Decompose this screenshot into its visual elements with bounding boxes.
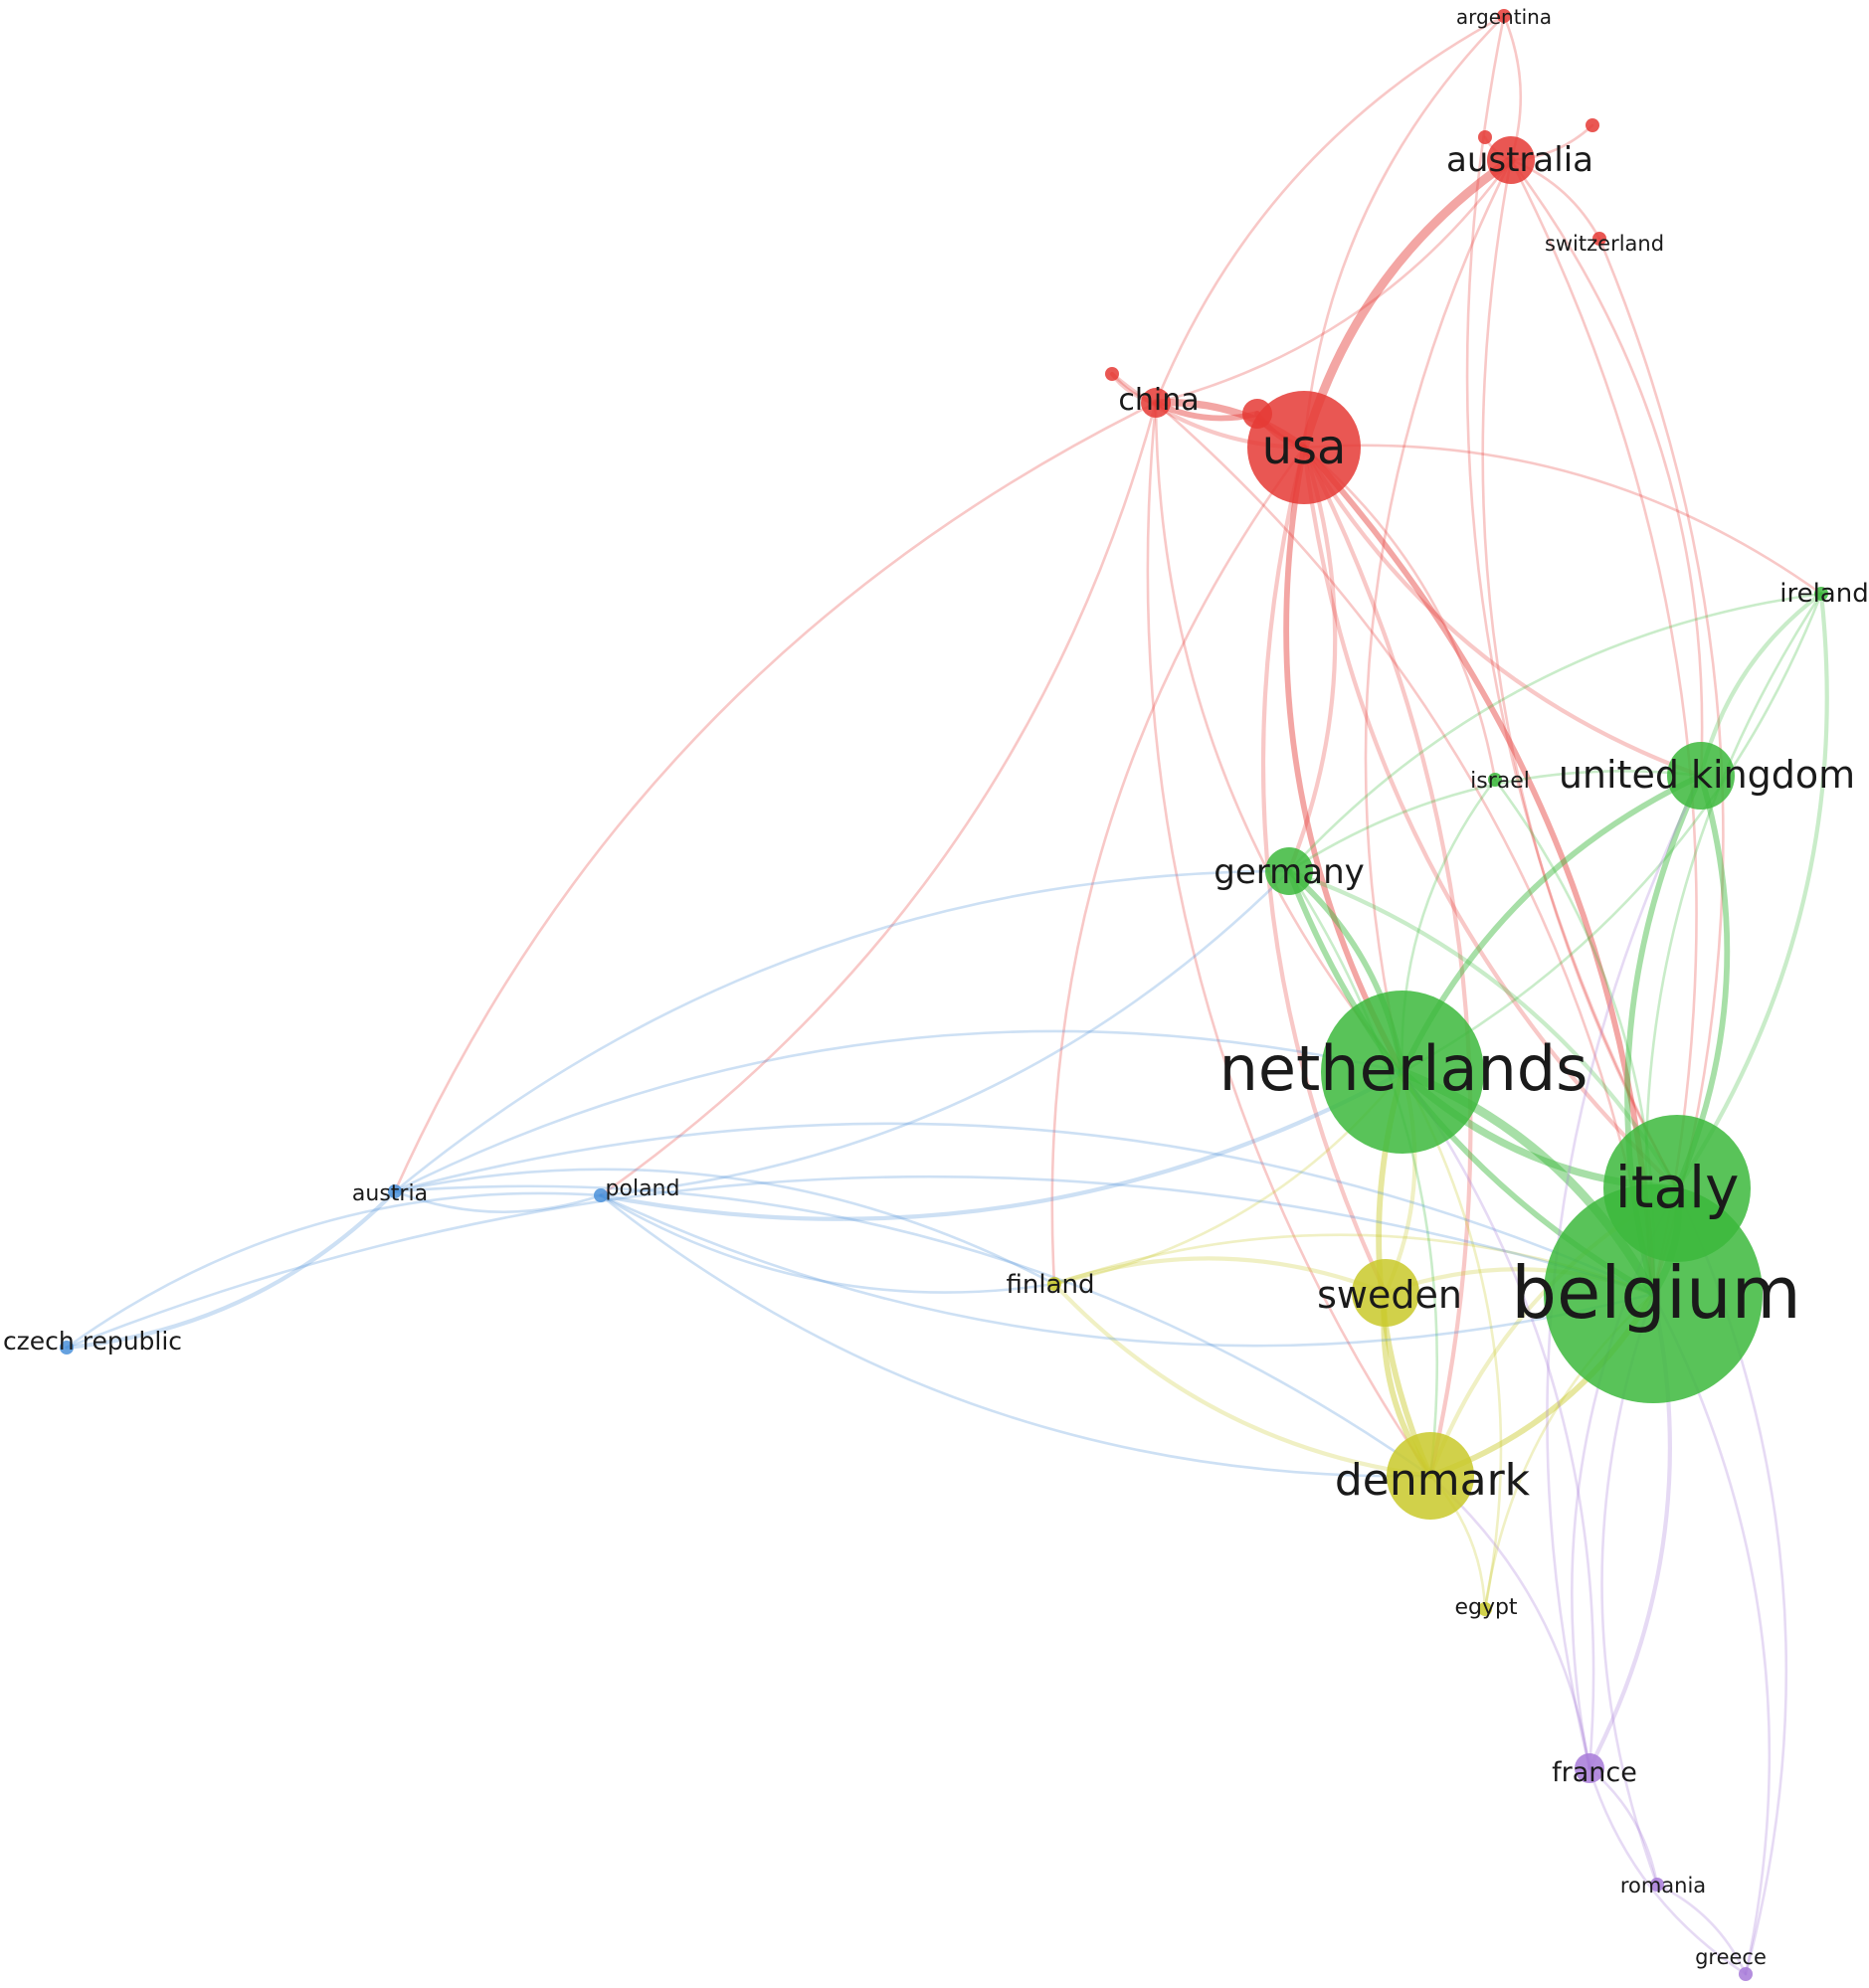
link-france-romania (1588, 1766, 1659, 1887)
node-label-czech-republic: czech republic (3, 1327, 182, 1355)
link-austria-czech-republic (64, 1188, 398, 1351)
link-egypt-netherlands (1401, 1070, 1503, 1611)
link-usa-germany (1286, 445, 1338, 874)
node-red-c[interactable] (1586, 118, 1599, 132)
link-usa-argentina (1302, 14, 1506, 450)
link-china-denmark (1146, 401, 1432, 1478)
node-label-ireland: ireland (1779, 579, 1868, 609)
node-greece[interactable] (1739, 1967, 1753, 1981)
node-finland[interactable] (1047, 1277, 1061, 1291)
node-austria[interactable] (388, 1184, 402, 1198)
link-germany-united-kingdom (1287, 769, 1703, 873)
link-poland-denmark (599, 1193, 1432, 1478)
node-usa[interactable] (1247, 391, 1361, 504)
links-layer (64, 14, 1829, 1976)
link-poland-germany (599, 869, 1291, 1197)
node-czech-republic[interactable] (60, 1341, 74, 1355)
link-austria-finland (393, 1168, 1056, 1286)
link-usa-italy (1301, 445, 1680, 1191)
node-united-kingdom[interactable] (1667, 742, 1735, 810)
node-label-finland: finland (1007, 1270, 1095, 1300)
link-czech-republic-belgium (65, 1175, 1655, 1350)
link-poland-finland (599, 1193, 1056, 1294)
link-austria-germany (393, 869, 1291, 1193)
link-austria-denmark (393, 1184, 1432, 1478)
node-belgium[interactable] (1544, 1184, 1763, 1403)
link-finland-sweden (1051, 1256, 1389, 1296)
labels-layer: argentina australia switzerland china us… (3, 5, 1869, 1969)
node-poland[interactable] (594, 1188, 608, 1202)
link-usa-united-kingdom (1301, 445, 1704, 779)
node-argentina[interactable] (1497, 9, 1511, 23)
link-ireland-germany (1287, 592, 1823, 873)
node-label-china: china (1118, 383, 1199, 418)
node-label-romania: romania (1620, 1874, 1706, 1898)
link-argentina-italy (1465, 14, 1679, 1190)
node-ireland[interactable] (1814, 587, 1828, 601)
node-sweden[interactable] (1352, 1259, 1419, 1327)
node-label-egypt: egypt (1454, 1595, 1517, 1620)
link-australia-italy (1481, 158, 1679, 1190)
link-austria-netherlands (393, 1029, 1404, 1193)
node-switzerland[interactable] (1592, 232, 1606, 246)
node-label-italy: italy (1615, 1154, 1740, 1221)
node-label-netherlands: netherlands (1219, 1032, 1589, 1105)
node-red-a[interactable] (1105, 367, 1119, 381)
node-label-denmark: denmark (1335, 1455, 1531, 1506)
link-china-belgium (1154, 401, 1655, 1296)
link-germany-denmark (1287, 869, 1438, 1478)
node-label-usa: usa (1262, 420, 1347, 475)
node-netherlands[interactable] (1321, 991, 1484, 1154)
node-label-argentina: argentina (1456, 5, 1552, 29)
node-label-greece: greece (1695, 1945, 1767, 1969)
link-ireland-italy (1674, 591, 1829, 1191)
link-australia-united-kingdom (1509, 158, 1704, 778)
node-label-germany: germany (1214, 852, 1365, 892)
link-france-netherlands (1401, 1070, 1595, 1770)
node-red-b[interactable] (1478, 130, 1492, 144)
link-usa-denmark (1301, 445, 1473, 1479)
link-china-argentina (1154, 14, 1506, 405)
link-china-australia (1154, 158, 1513, 405)
link-poland-netherlands (598, 1069, 1405, 1221)
link-finland-denmark (1051, 1281, 1433, 1479)
link-china-netherlands (1154, 401, 1404, 1074)
link-france-denmark (1428, 1474, 1591, 1770)
link-usa-netherlands (1283, 445, 1405, 1075)
node-label-israel: israel (1470, 769, 1530, 794)
link-france-greece (1588, 1766, 1748, 1976)
link-usa-finland (1050, 446, 1306, 1286)
node-israel[interactable] (1488, 773, 1502, 787)
link-austria-belgium (393, 1122, 1655, 1296)
node-china[interactable] (1141, 388, 1171, 418)
node-label-switzerland: switzerland (1545, 232, 1664, 256)
node-red-d[interactable] (1242, 399, 1272, 429)
link-austria-poland (393, 1189, 603, 1213)
node-denmark[interactable] (1387, 1432, 1474, 1520)
node-label-france: france (1552, 1757, 1637, 1788)
node-australia[interactable] (1487, 136, 1535, 184)
link-poland-belgium (599, 1193, 1655, 1348)
link-ireland-netherlands (1401, 592, 1823, 1074)
node-label-united-kingdom: united kingdom (1559, 753, 1855, 797)
node-romania[interactable] (1650, 1878, 1664, 1892)
nodes-layer (60, 9, 1828, 1981)
link-usa-ireland (1302, 444, 1823, 596)
node-label-sweden: sweden (1317, 1273, 1462, 1317)
node-label-australia: australia (1446, 140, 1593, 180)
node-egypt[interactable] (1478, 1602, 1492, 1616)
node-label-poland: poland (606, 1176, 680, 1201)
node-label-belgium: belgium (1511, 1251, 1800, 1335)
node-germany[interactable] (1265, 847, 1313, 895)
link-australia-netherlands (1364, 158, 1513, 1074)
node-label-austria: austria (352, 1181, 428, 1206)
link-romania-greece (1655, 1883, 1748, 1976)
link-poland-czech-republic (65, 1191, 603, 1350)
link-china-austria (393, 401, 1158, 1193)
node-france[interactable] (1575, 1753, 1604, 1783)
link-china-poland (599, 401, 1158, 1197)
